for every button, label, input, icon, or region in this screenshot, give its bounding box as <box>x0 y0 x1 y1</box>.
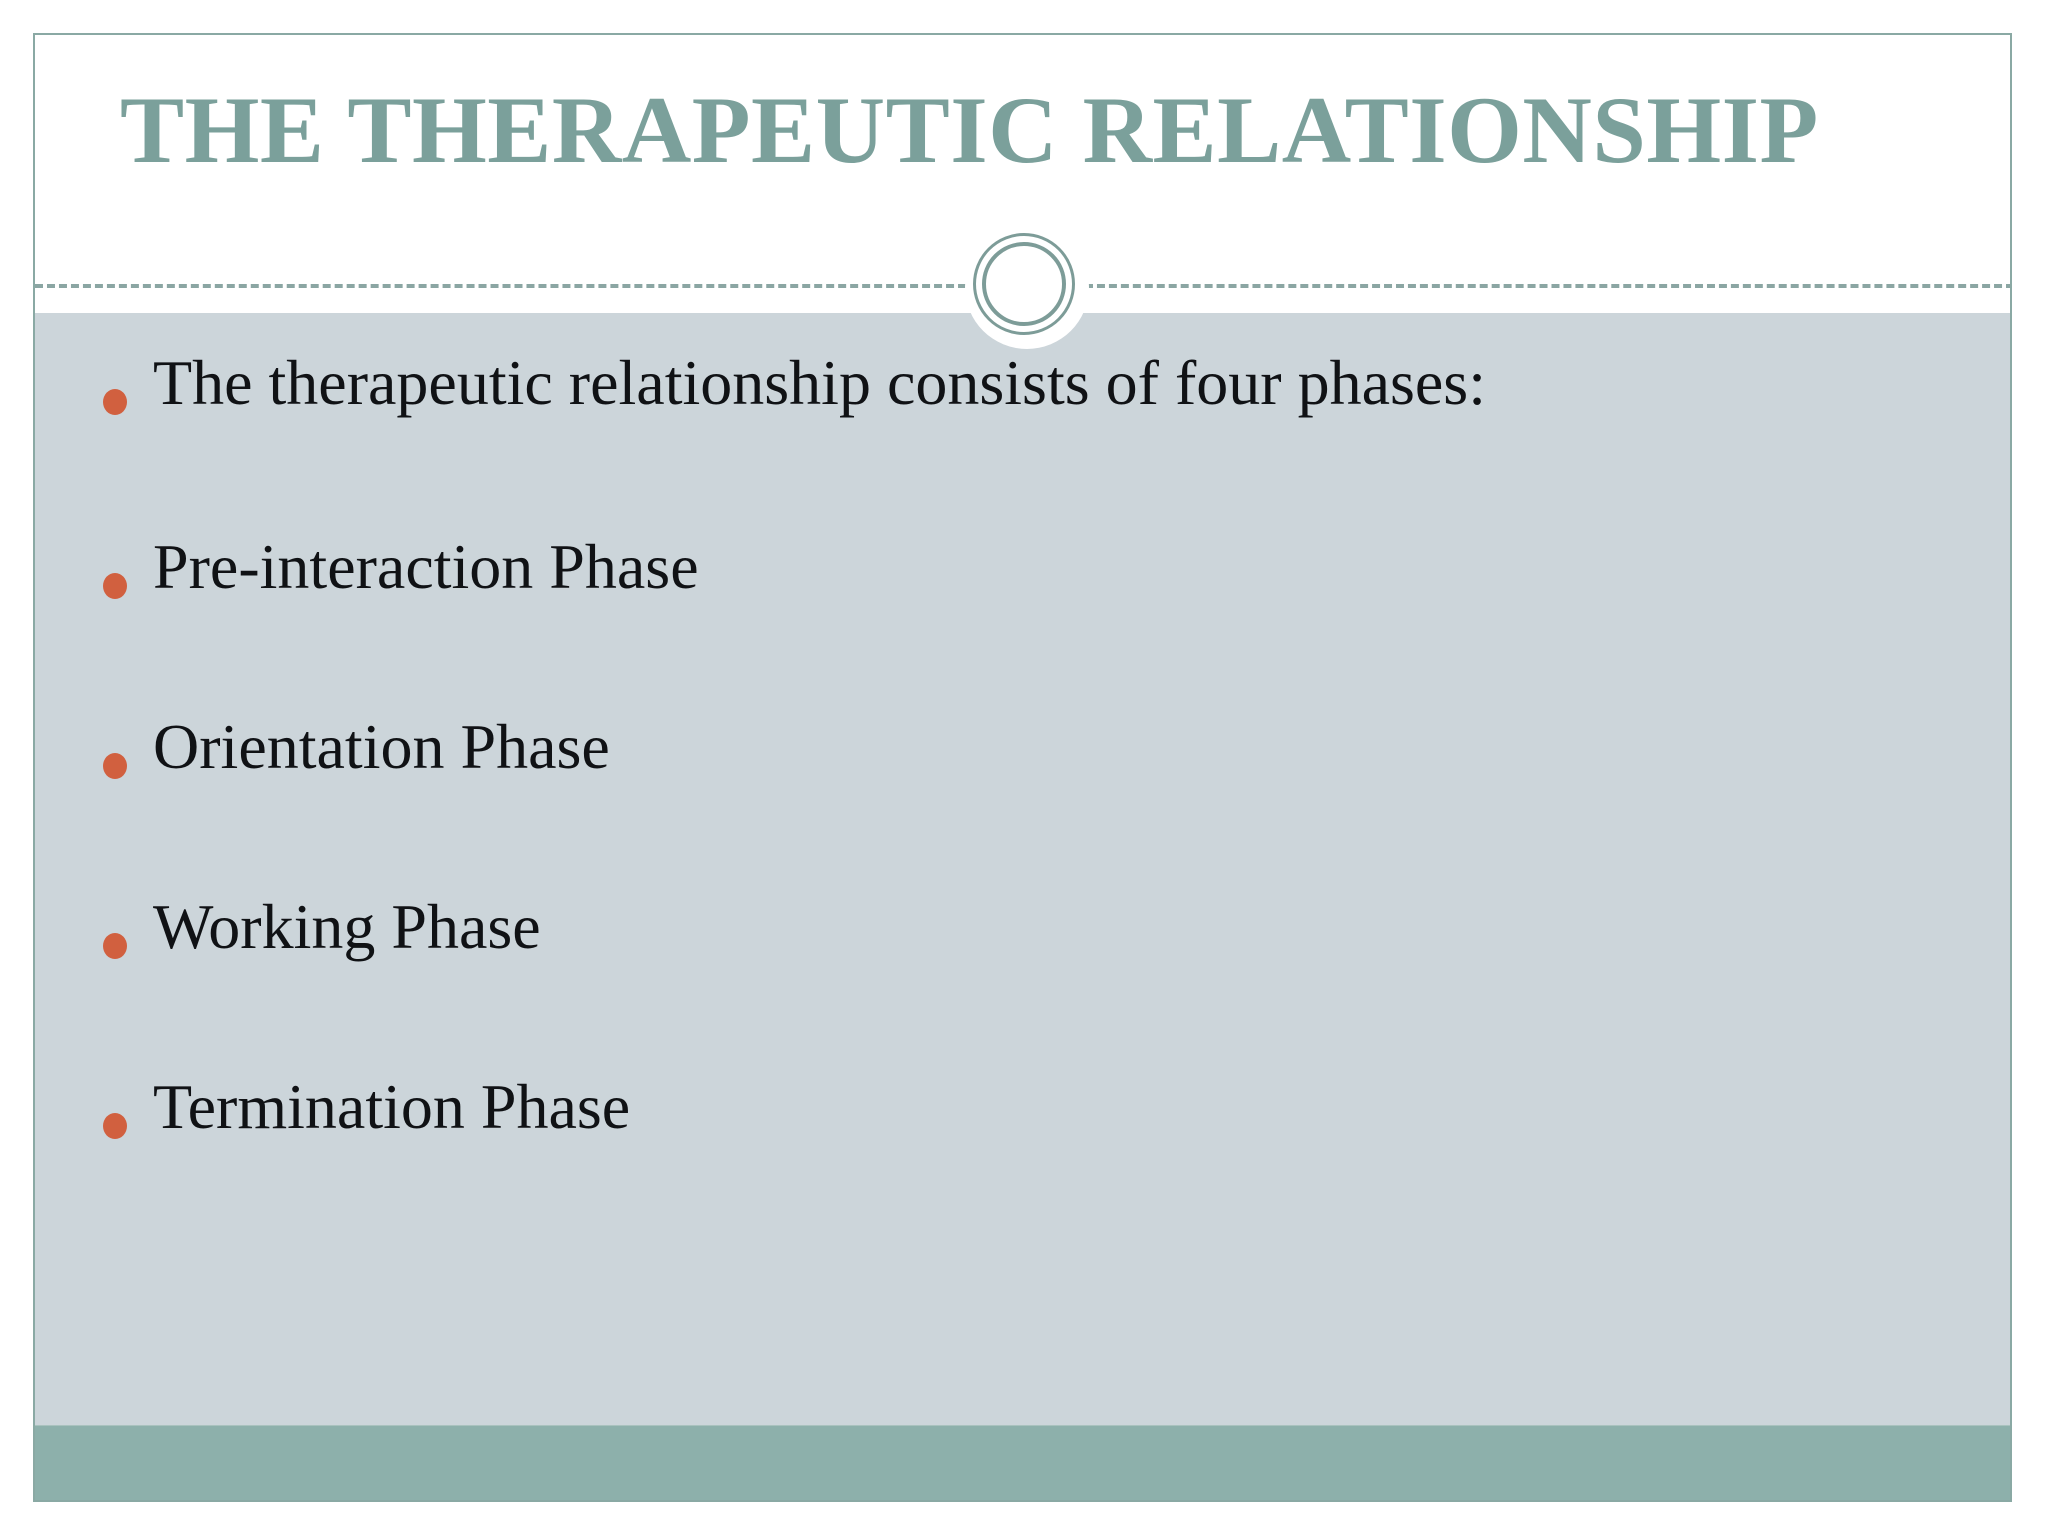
dashed-divider-right-icon <box>1085 284 2010 288</box>
list-item: Termination Phase <box>35 1037 2010 1217</box>
round-bullet-icon <box>103 753 127 779</box>
page-title: THE THERAPEUTIC RELATIONSHIP <box>120 77 1819 183</box>
list-item: Orientation Phase <box>35 677 2010 857</box>
bottom-accent-bar <box>35 1425 2010 1500</box>
bullet-item-label: The therapeutic relationship consists of… <box>153 347 1486 418</box>
bullet-item-label: Pre-interaction Phase <box>153 531 699 602</box>
list-item: Pre-interaction Phase <box>35 497 2010 677</box>
slide-content-panel: The therapeutic relationship consists of… <box>35 313 2010 1430</box>
round-bullet-icon <box>103 573 127 599</box>
round-bullet-icon <box>103 389 127 415</box>
round-bullet-icon <box>103 1113 127 1139</box>
list-item: Working Phase <box>35 857 2010 1037</box>
list-item: The therapeutic relationship consists of… <box>35 313 2010 497</box>
bullet-item-label: Termination Phase <box>153 1071 631 1142</box>
bullet-list: The therapeutic relationship consists of… <box>35 313 2010 1217</box>
slide-canvas: THE THERAPEUTIC RELATIONSHIP The therape… <box>33 33 2012 1502</box>
double-ring-circle-inner-icon <box>982 242 1066 326</box>
bullet-item-label: Working Phase <box>153 891 541 962</box>
dashed-divider-left-icon <box>35 284 990 288</box>
bullet-item-label: Orientation Phase <box>153 711 610 782</box>
round-bullet-icon <box>103 933 127 959</box>
double-ring-circle-outer-icon <box>973 233 1075 335</box>
